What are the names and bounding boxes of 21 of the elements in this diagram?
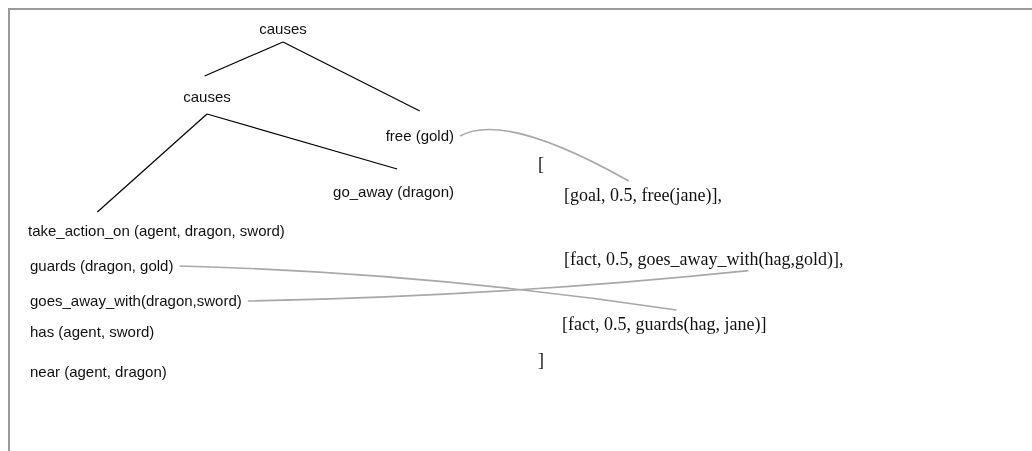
fact-list-entry: [fact, 0.5, guards(hag, jane)] [562,314,767,336]
fact-list-entry: [fact, 0.5, goes_away_with(hag,gold)], [564,249,844,271]
fact-list-entry: [goal, 0.5, free(jane)], [564,185,722,207]
tree-branch-line [282,41,421,112]
mapping-line [178,265,678,311]
predicate-label: guards (dragon, gold) [30,257,174,275]
predicate-label: has (agent, sword) [30,323,155,341]
predicate-label: go_away (dragon) [333,183,454,201]
mapping-line [247,269,750,302]
tree-branch-line [206,113,398,170]
list-bracket: ] [538,350,544,372]
tree-branch-line [204,41,284,77]
mapping-line [459,128,630,182]
predicate-label: free (gold) [385,127,454,145]
predicate-label: goes_away_with(dragon,sword) [30,292,242,310]
tree-branch-line [96,113,208,213]
list-bracket: [ [538,154,544,176]
predicate-label: take_action_on (agent, dragon, sword) [28,222,285,240]
predicate-label: causes [183,88,231,106]
predicate-label: causes [259,20,307,38]
predicate-label: near (agent, dragon) [30,363,167,381]
